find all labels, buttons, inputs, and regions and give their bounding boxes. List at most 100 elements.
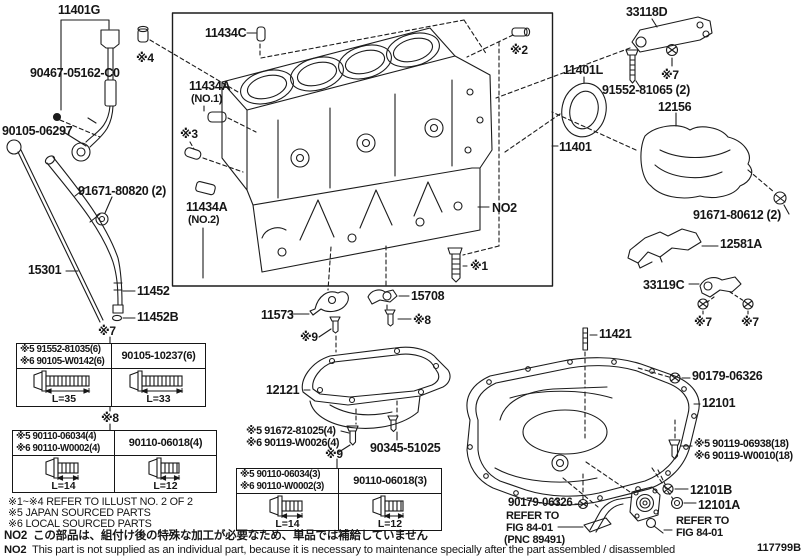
- part-label-12101: 12101: [702, 396, 736, 410]
- valve-15708-drawing: [367, 245, 412, 327]
- part-label-12581a: 12581A: [720, 237, 762, 251]
- table2-right-length: L=12: [153, 479, 178, 492]
- part-label-90467-05162: 90467-05162-C0: [30, 66, 120, 80]
- part-label-90179-06326-top: 90179-06326: [692, 369, 763, 383]
- part-label-11573: 11573: [261, 308, 294, 322]
- oil-sensor-drawing: [557, 461, 673, 534]
- part-label-91671-80820: 91671-80820 (2): [78, 184, 166, 198]
- part-label-11434a-no2: 11434A: [186, 200, 228, 214]
- table2-left-part2: ※6 90110-W0002(4): [16, 443, 100, 454]
- marker-x7-bracket: ※7: [661, 68, 679, 82]
- fastener-table-1: ※5 91552-81035(6) ※6 90105-W0142(6) 9010…: [16, 343, 206, 407]
- part-label-12101a: 12101A: [698, 498, 740, 512]
- marker-x9-bolt: ※9: [300, 330, 318, 344]
- marker-x8-bolt: ※8: [413, 313, 431, 327]
- crank-seal-drawing: [504, 76, 607, 153]
- marker-x7-b: ※7: [741, 315, 759, 329]
- dipstick-tube-drawing: [44, 155, 136, 344]
- part-label-11401: 11401: [559, 140, 592, 154]
- head-bolt-icon-x1: [447, 247, 468, 283]
- marker-x7-dipstick: ※7: [98, 324, 116, 338]
- block-frame-box: [171, 12, 554, 287]
- part-label-11401g: 11401G: [58, 3, 100, 17]
- bolt-short-icon: [268, 495, 303, 519]
- part-label-11401l: 11401L: [563, 63, 603, 77]
- part-label-11434a-no1-sub: (NO.1): [191, 93, 223, 105]
- table3-left-part2: ※6 90110-W0002(3): [240, 481, 324, 492]
- part-label-90345-51025: 90345-51025: [370, 441, 441, 455]
- marker-x7-a: ※7: [694, 315, 712, 329]
- part-label-33118d: 33118D: [626, 5, 668, 19]
- footnote-local-sourced: ※6 LOCAL SOURCED PARTS: [8, 518, 152, 530]
- table2-left-part1: ※5 90110-06034(4): [16, 431, 97, 443]
- pan-fasteners-drawing: [582, 327, 697, 510]
- bolt-short-icon: [372, 495, 405, 519]
- part-label-12156: 12156: [658, 100, 692, 114]
- table1-left-length: L=35: [51, 393, 77, 406]
- part-label-11434a-no2-sub: (NO.2): [188, 214, 220, 226]
- refer-note-left-line1: REFER TO: [506, 510, 560, 522]
- refer-note-left-line3: (PNC 89491): [504, 534, 565, 546]
- footnote-no2-japanese: NO2 この部品は、組付け後の特殊な加工が必要なため、単品では補給していません: [4, 530, 428, 543]
- footnote-no2-en-label: NO2: [4, 544, 27, 556]
- insulator-12581a-drawing: [627, 228, 719, 269]
- part-label-90179-06326-bottom: 90179-06326: [508, 497, 573, 509]
- table1-left-part2: ※6 90105-W0142(6): [20, 356, 105, 367]
- footnote-no2-jp-label: NO2: [4, 530, 28, 542]
- part-label-11421: 11421: [599, 327, 632, 341]
- part-label-91552-81065: 91552-81065 (2): [602, 83, 690, 97]
- part-label-11452: 11452: [137, 284, 170, 298]
- table3-left-part1: ※5 90110-06034(3): [240, 469, 321, 481]
- bolt-short-icon: [147, 457, 180, 481]
- refer-note-right-line2: FIG 84-01: [676, 527, 723, 539]
- marker-x2: ※2: [510, 43, 528, 57]
- crank-sensor-drawing: [52, 19, 120, 162]
- part-label-91672-line2: ※6 90119-W0026(4): [246, 437, 340, 449]
- fastener-table-2: ※5 90110-06034(4) ※6 90110-W0002(4) 9011…: [12, 430, 217, 493]
- marker-x4: ※4: [136, 51, 154, 65]
- refer-note-left-line2: FIG 84-01: [506, 522, 553, 534]
- core-plug-icons: [137, 19, 531, 279]
- part-label-90105-06297: 90105-06297: [2, 124, 73, 138]
- cylinder-block-drawing: [221, 27, 493, 273]
- part-label-15708: 15708: [411, 289, 445, 303]
- table3-right-part: 90110-06018(3): [353, 474, 427, 487]
- part-label-12101b: 12101B: [690, 483, 732, 497]
- part-label-91672-line1: ※5 91672-81025(4): [246, 425, 336, 437]
- footnote-no2-en-text: This part is not supplied as an individu…: [32, 544, 675, 556]
- part-label-11452b: 11452B: [137, 310, 179, 324]
- footnote-no2-english: NO2 This part is not supplied as an indi…: [4, 544, 675, 556]
- refer-note-right-line1: REFER TO: [676, 515, 730, 527]
- part-label-11434c: 11434C: [205, 26, 247, 40]
- table2-right-part: 90110-06018(4): [128, 436, 203, 449]
- table3-right-length: L=12: [377, 517, 403, 530]
- insulator-12156-drawing: [551, 111, 790, 215]
- table2-left-length: L=14: [51, 479, 76, 492]
- bolt-long-icon: [33, 370, 91, 395]
- marker-x9-table: ※9: [325, 447, 343, 461]
- figure-code: 117799B: [757, 542, 802, 554]
- part-label-12121: 12121: [266, 383, 300, 397]
- part-label-11434a-no1: 11434A: [189, 79, 231, 93]
- part-label-15301: 15301: [28, 263, 62, 277]
- table3-left-length: L=14: [275, 517, 300, 530]
- table1-right-part: 90105-10237(6): [121, 349, 196, 362]
- table1-right-length: L=33: [146, 393, 171, 406]
- oil-pan-upper-drawing: [301, 346, 451, 469]
- part-label-33119c: 33119C: [643, 278, 685, 292]
- footnote-no2-jp-text: この部品は、組付け後の特殊な加工が必要なため、単品では補給していません: [33, 530, 428, 542]
- part-label-no2: NO2: [492, 201, 517, 215]
- part-label-90119-line1: ※5 90119-06938(18): [694, 438, 789, 450]
- fastener-table-3: ※5 90110-06034(3) ※6 90110-W0002(3) 9011…: [236, 468, 442, 531]
- bolt-long-icon: [128, 370, 183, 395]
- bracket-33119c-drawing: [688, 276, 754, 315]
- marker-x3: ※3: [180, 127, 198, 141]
- part-label-90119-line2: ※6 90119-W0010(18): [694, 450, 793, 462]
- footnote-japan-sourced: ※5 JAPAN SOURCED PARTS: [8, 507, 151, 519]
- part-label-91671-80612: 91671-80612 (2): [693, 208, 781, 222]
- marker-x1: ※1: [470, 259, 488, 273]
- bracket-33118d-drawing: [495, 16, 713, 99]
- table1-left-part1: ※5 91552-81035(6): [20, 344, 101, 356]
